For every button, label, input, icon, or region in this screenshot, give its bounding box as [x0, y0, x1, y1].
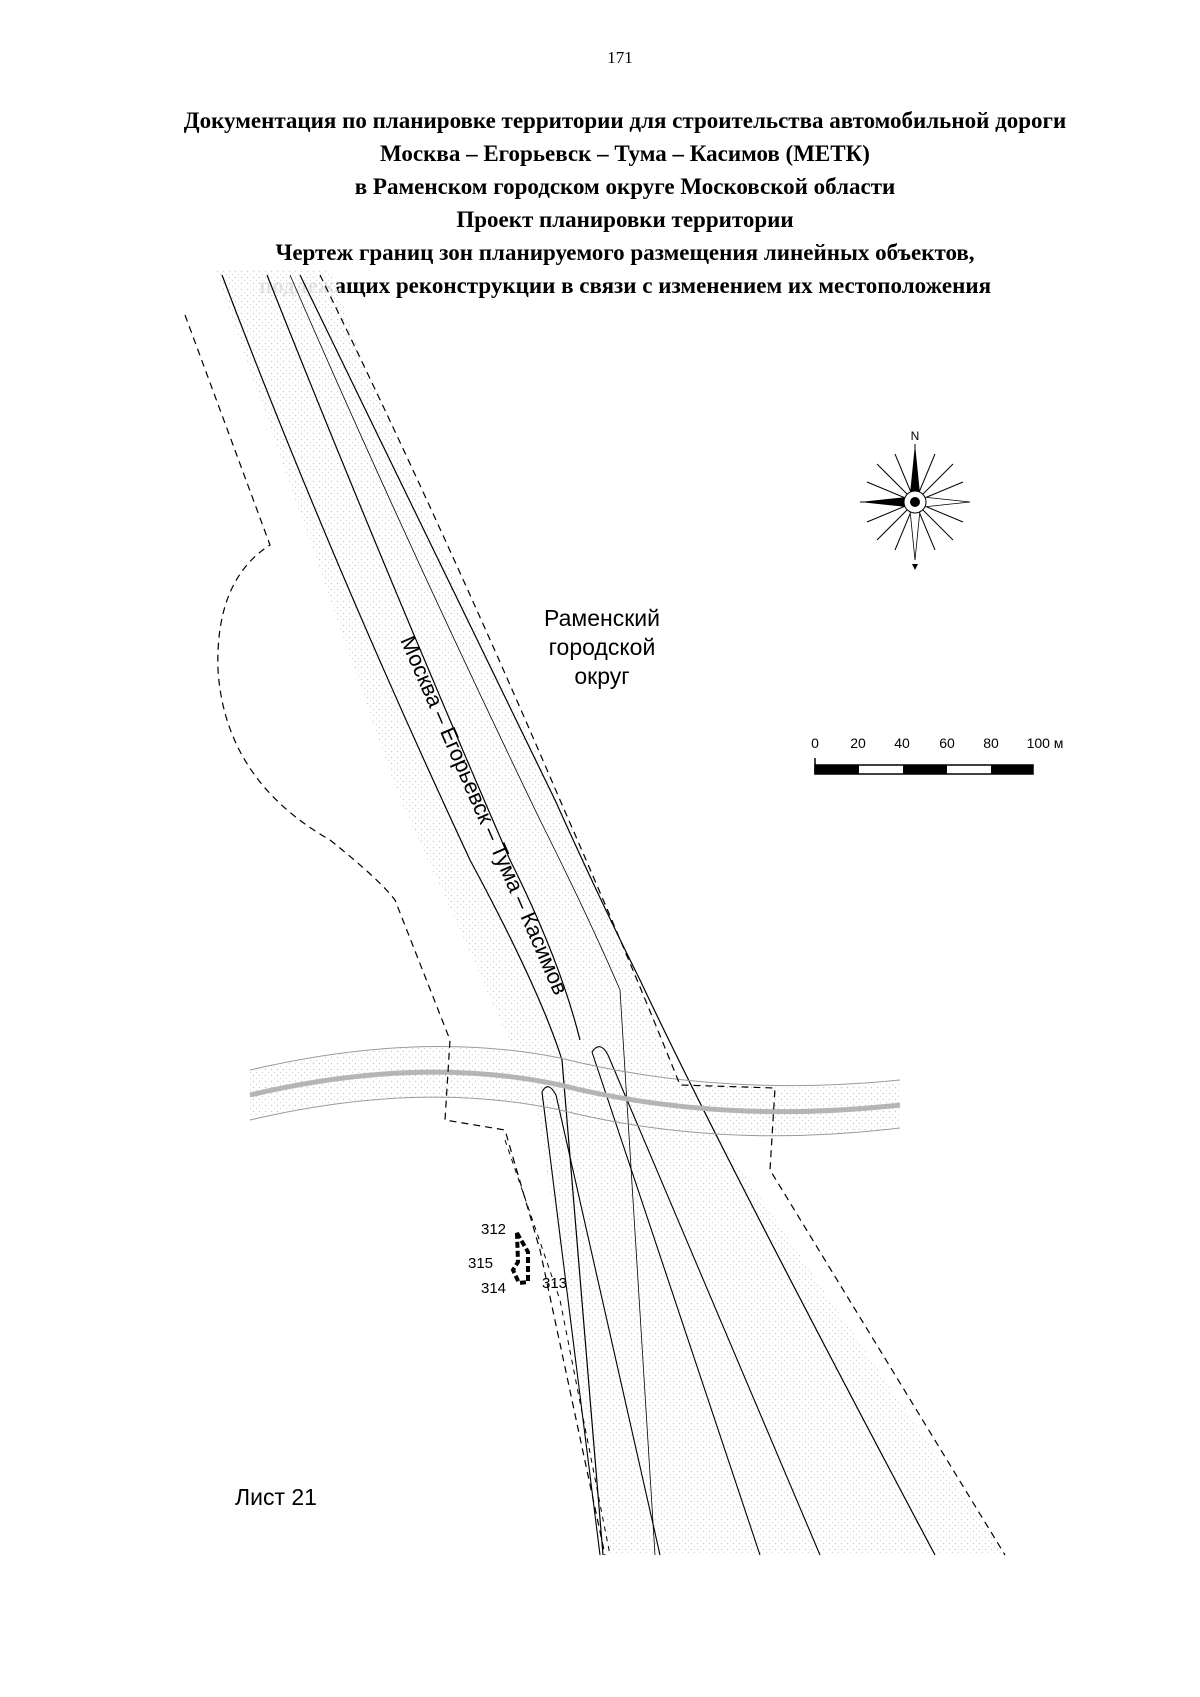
road-corridor: [215, 270, 1005, 1555]
zone-boundary-lower: [504, 1139, 611, 1556]
scale-label: 0: [811, 735, 819, 751]
scale-label: 80: [983, 735, 999, 751]
zone-boundary-right: [319, 274, 1006, 1556]
point-label: 315: [468, 1255, 493, 1272]
cross-road: [249, 1046, 901, 1137]
district-label-line: городской: [549, 634, 656, 660]
scale-label: 20: [850, 735, 866, 751]
title-line: Москва – Егорьевск – Тума – Касимов (МЕТ…: [380, 141, 870, 166]
compass-north-label: N: [911, 429, 920, 443]
compass-rose-icon: [860, 444, 971, 570]
document-title: Документация по планировке территории дл…: [0, 104, 1200, 302]
point-label: 312: [481, 1221, 506, 1238]
scale-label: 100 м: [1027, 735, 1064, 751]
sheet-label: Лист 21: [235, 1484, 317, 1510]
zone-boundary-left: [184, 314, 606, 1556]
district-label-line: Раменский: [544, 605, 660, 631]
scale-labels: 0 20 40 60 80 100 м: [811, 735, 1063, 751]
scale-bar: [814, 758, 1034, 775]
title-line: Чертеж границ зон планируемого размещени…: [275, 240, 975, 265]
page-number: 171: [607, 48, 633, 67]
scale-label: 40: [894, 735, 910, 751]
parcel-polygon: [510, 1231, 530, 1286]
point-label: 313: [542, 1275, 567, 1292]
cross-road-corridor: [250, 1047, 900, 1136]
point-labels: 312 315 314 313: [468, 1221, 567, 1297]
scale-label: 60: [939, 735, 955, 751]
road-edges: [221, 274, 936, 1556]
district-label-line: округ: [574, 663, 629, 689]
title-line: подлежащих реконструкции в связи с измен…: [258, 273, 992, 298]
ramp-lines: [541, 1046, 821, 1556]
title-line: Документация по планировке территории дл…: [183, 108, 1067, 133]
point-label: 314: [481, 1280, 506, 1297]
title-line: Проект планировки территории: [456, 207, 794, 232]
title-line: в Раменском городском округе Московской …: [354, 174, 896, 199]
